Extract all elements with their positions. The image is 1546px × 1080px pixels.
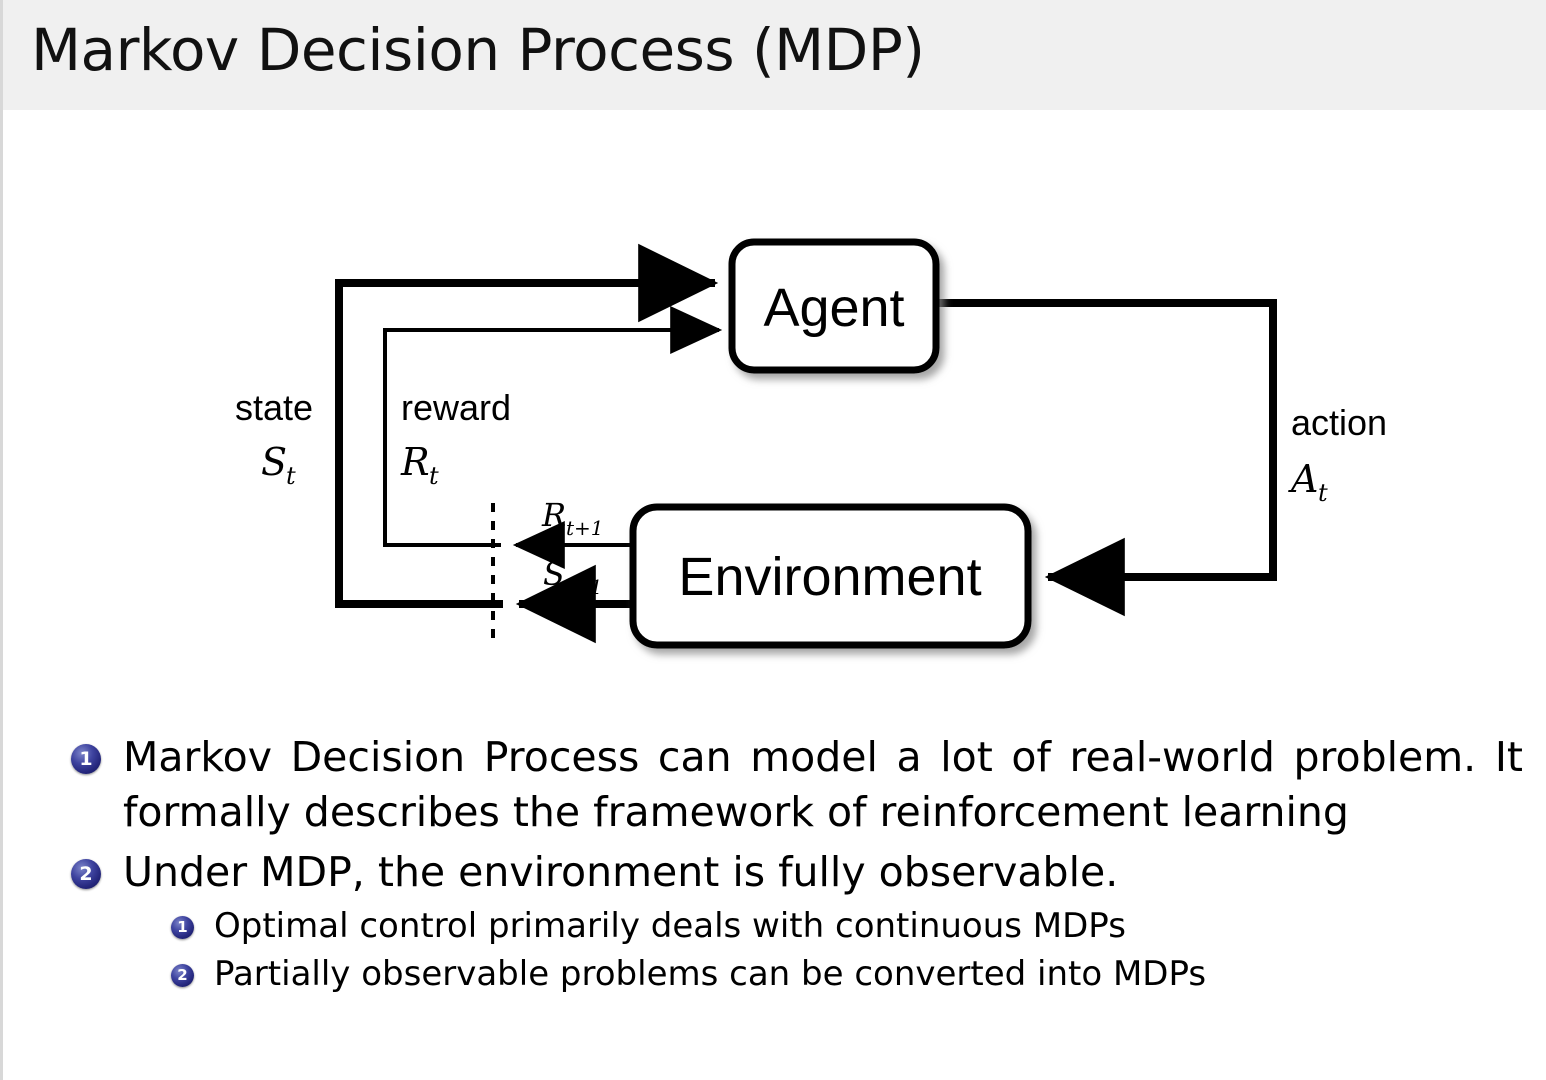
state-feedback-path: [335, 243, 719, 608]
next-reward-label-group: R t+1: [541, 496, 604, 540]
environment-label: Environment: [678, 547, 981, 607]
agent-box[interactable]: [728, 238, 940, 374]
agent-label: Agent: [763, 278, 904, 338]
sub-bullet-badge-2: 2: [171, 964, 194, 988]
sub-list-item: 2 Partially observable problems can be c…: [3, 952, 1546, 996]
action-word-label: action: [1291, 402, 1387, 443]
next-state-subscript: t+1: [565, 575, 603, 599]
state-symbol-subscript: t: [286, 462, 296, 490]
sub-list-item: 1 Optimal control primarily deals with c…: [3, 904, 1546, 948]
slide-header-band: [3, 0, 1546, 110]
action-symbol-label: A: [1288, 457, 1318, 501]
list-item: 1 Markov Decision Process can model a lo…: [3, 730, 1546, 841]
bullet-list: 1 Markov Decision Process can model a lo…: [3, 730, 1546, 1000]
agent-node[interactable]: Agent: [728, 238, 940, 374]
action-label-group: action A t: [1288, 402, 1387, 507]
sub-bullet-text: Optimal control primarily deals with con…: [214, 906, 1126, 947]
mdp-diagram: Agent Environment state S t reward R t a…: [3, 120, 1546, 700]
reward-word-label: reward: [401, 387, 511, 428]
action-path: [938, 299, 1277, 617]
state-word-label: state: [235, 387, 313, 428]
action-symbol-subscript: t: [1318, 479, 1328, 507]
reward-symbol-label: R: [400, 440, 430, 484]
bullet-badge-2: 2: [71, 858, 101, 889]
sub-bullet-text: Partially observable problems can be con…: [214, 954, 1207, 995]
list-item: 2 Under MDP, the environment is fully ob…: [3, 845, 1546, 900]
bullet-text: Markov Decision Process can model a lot …: [123, 733, 1523, 837]
sub-bullet-badge-1: 1: [171, 916, 194, 940]
state-label-group: state S t: [235, 387, 313, 490]
next-reward-symbol-label: R: [541, 496, 566, 534]
diagram-connectors: [335, 243, 1277, 645]
page-title: Markov Decision Process (MDP): [31, 16, 925, 84]
next-state-symbol-label: S: [543, 555, 565, 593]
environment-node[interactable]: Environment: [629, 503, 1032, 649]
state-symbol-label: S: [261, 440, 287, 484]
bullet-badge-1: 1: [71, 744, 101, 774]
next-state-label-group: S t+1: [543, 555, 603, 599]
reward-label-group: reward R t: [400, 387, 511, 490]
reward-feedback-path: [383, 306, 723, 547]
reward-symbol-subscript: t: [429, 462, 439, 490]
next-reward-subscript: t+1: [566, 516, 604, 540]
bullet-text: Under MDP, the environment is fully obse…: [123, 847, 1119, 896]
environment-box[interactable]: [629, 503, 1032, 649]
